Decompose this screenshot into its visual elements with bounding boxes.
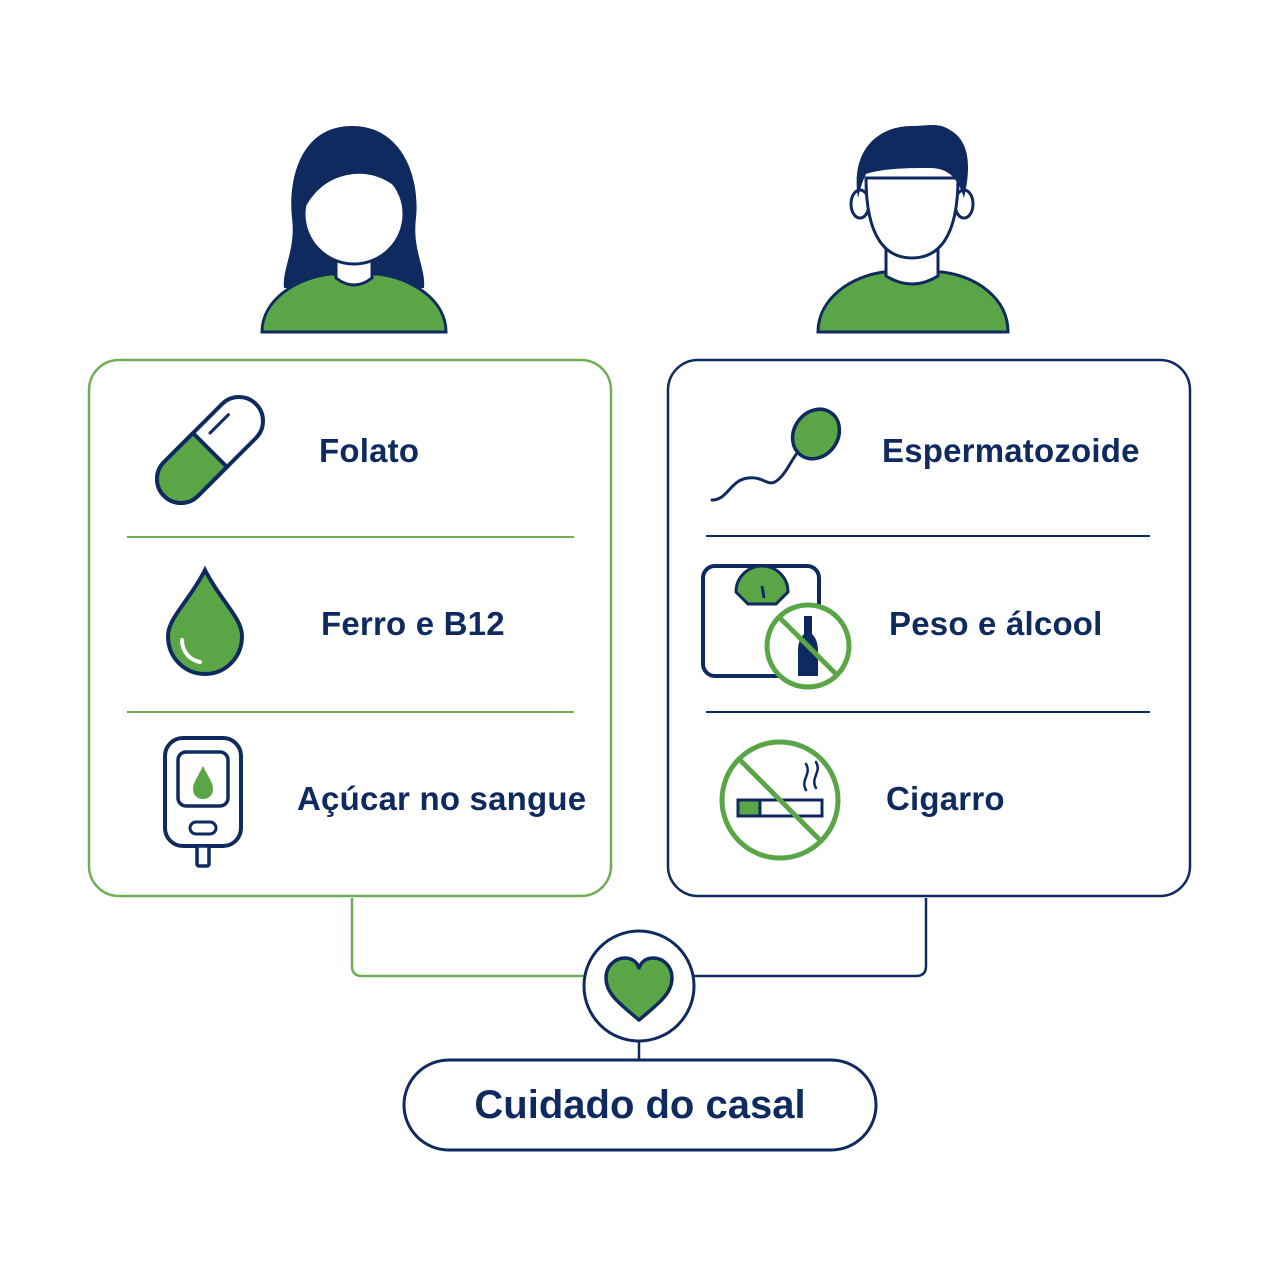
cigarette-label: Cigarro — [886, 780, 1005, 817]
heart-icon — [582, 929, 696, 1043]
blood-sugar-label: Açúcar no sangue — [297, 780, 587, 817]
weight-alcohol-label: Peso e álcool — [889, 605, 1103, 642]
scale-no-alcohol-icon — [701, 564, 852, 690]
blood-drop-icon — [165, 565, 245, 677]
man-connector — [694, 898, 928, 978]
woman-connector — [350, 898, 584, 978]
glucose-meter-icon — [163, 736, 243, 868]
couple-care-label: Cuidado do casal — [474, 1082, 806, 1127]
man-avatar-icon — [816, 125, 1010, 334]
sperm-icon — [710, 407, 842, 502]
no-smoking-icon — [719, 739, 841, 861]
iron-b12-label: Ferro e B12 — [321, 605, 505, 642]
folate-label: Folato — [319, 432, 420, 469]
couple-care-pill — [402, 1058, 878, 1152]
sperm-label: Espermatozoide — [882, 432, 1140, 469]
capsule-icon — [155, 395, 265, 505]
woman-avatar-icon — [260, 126, 448, 334]
